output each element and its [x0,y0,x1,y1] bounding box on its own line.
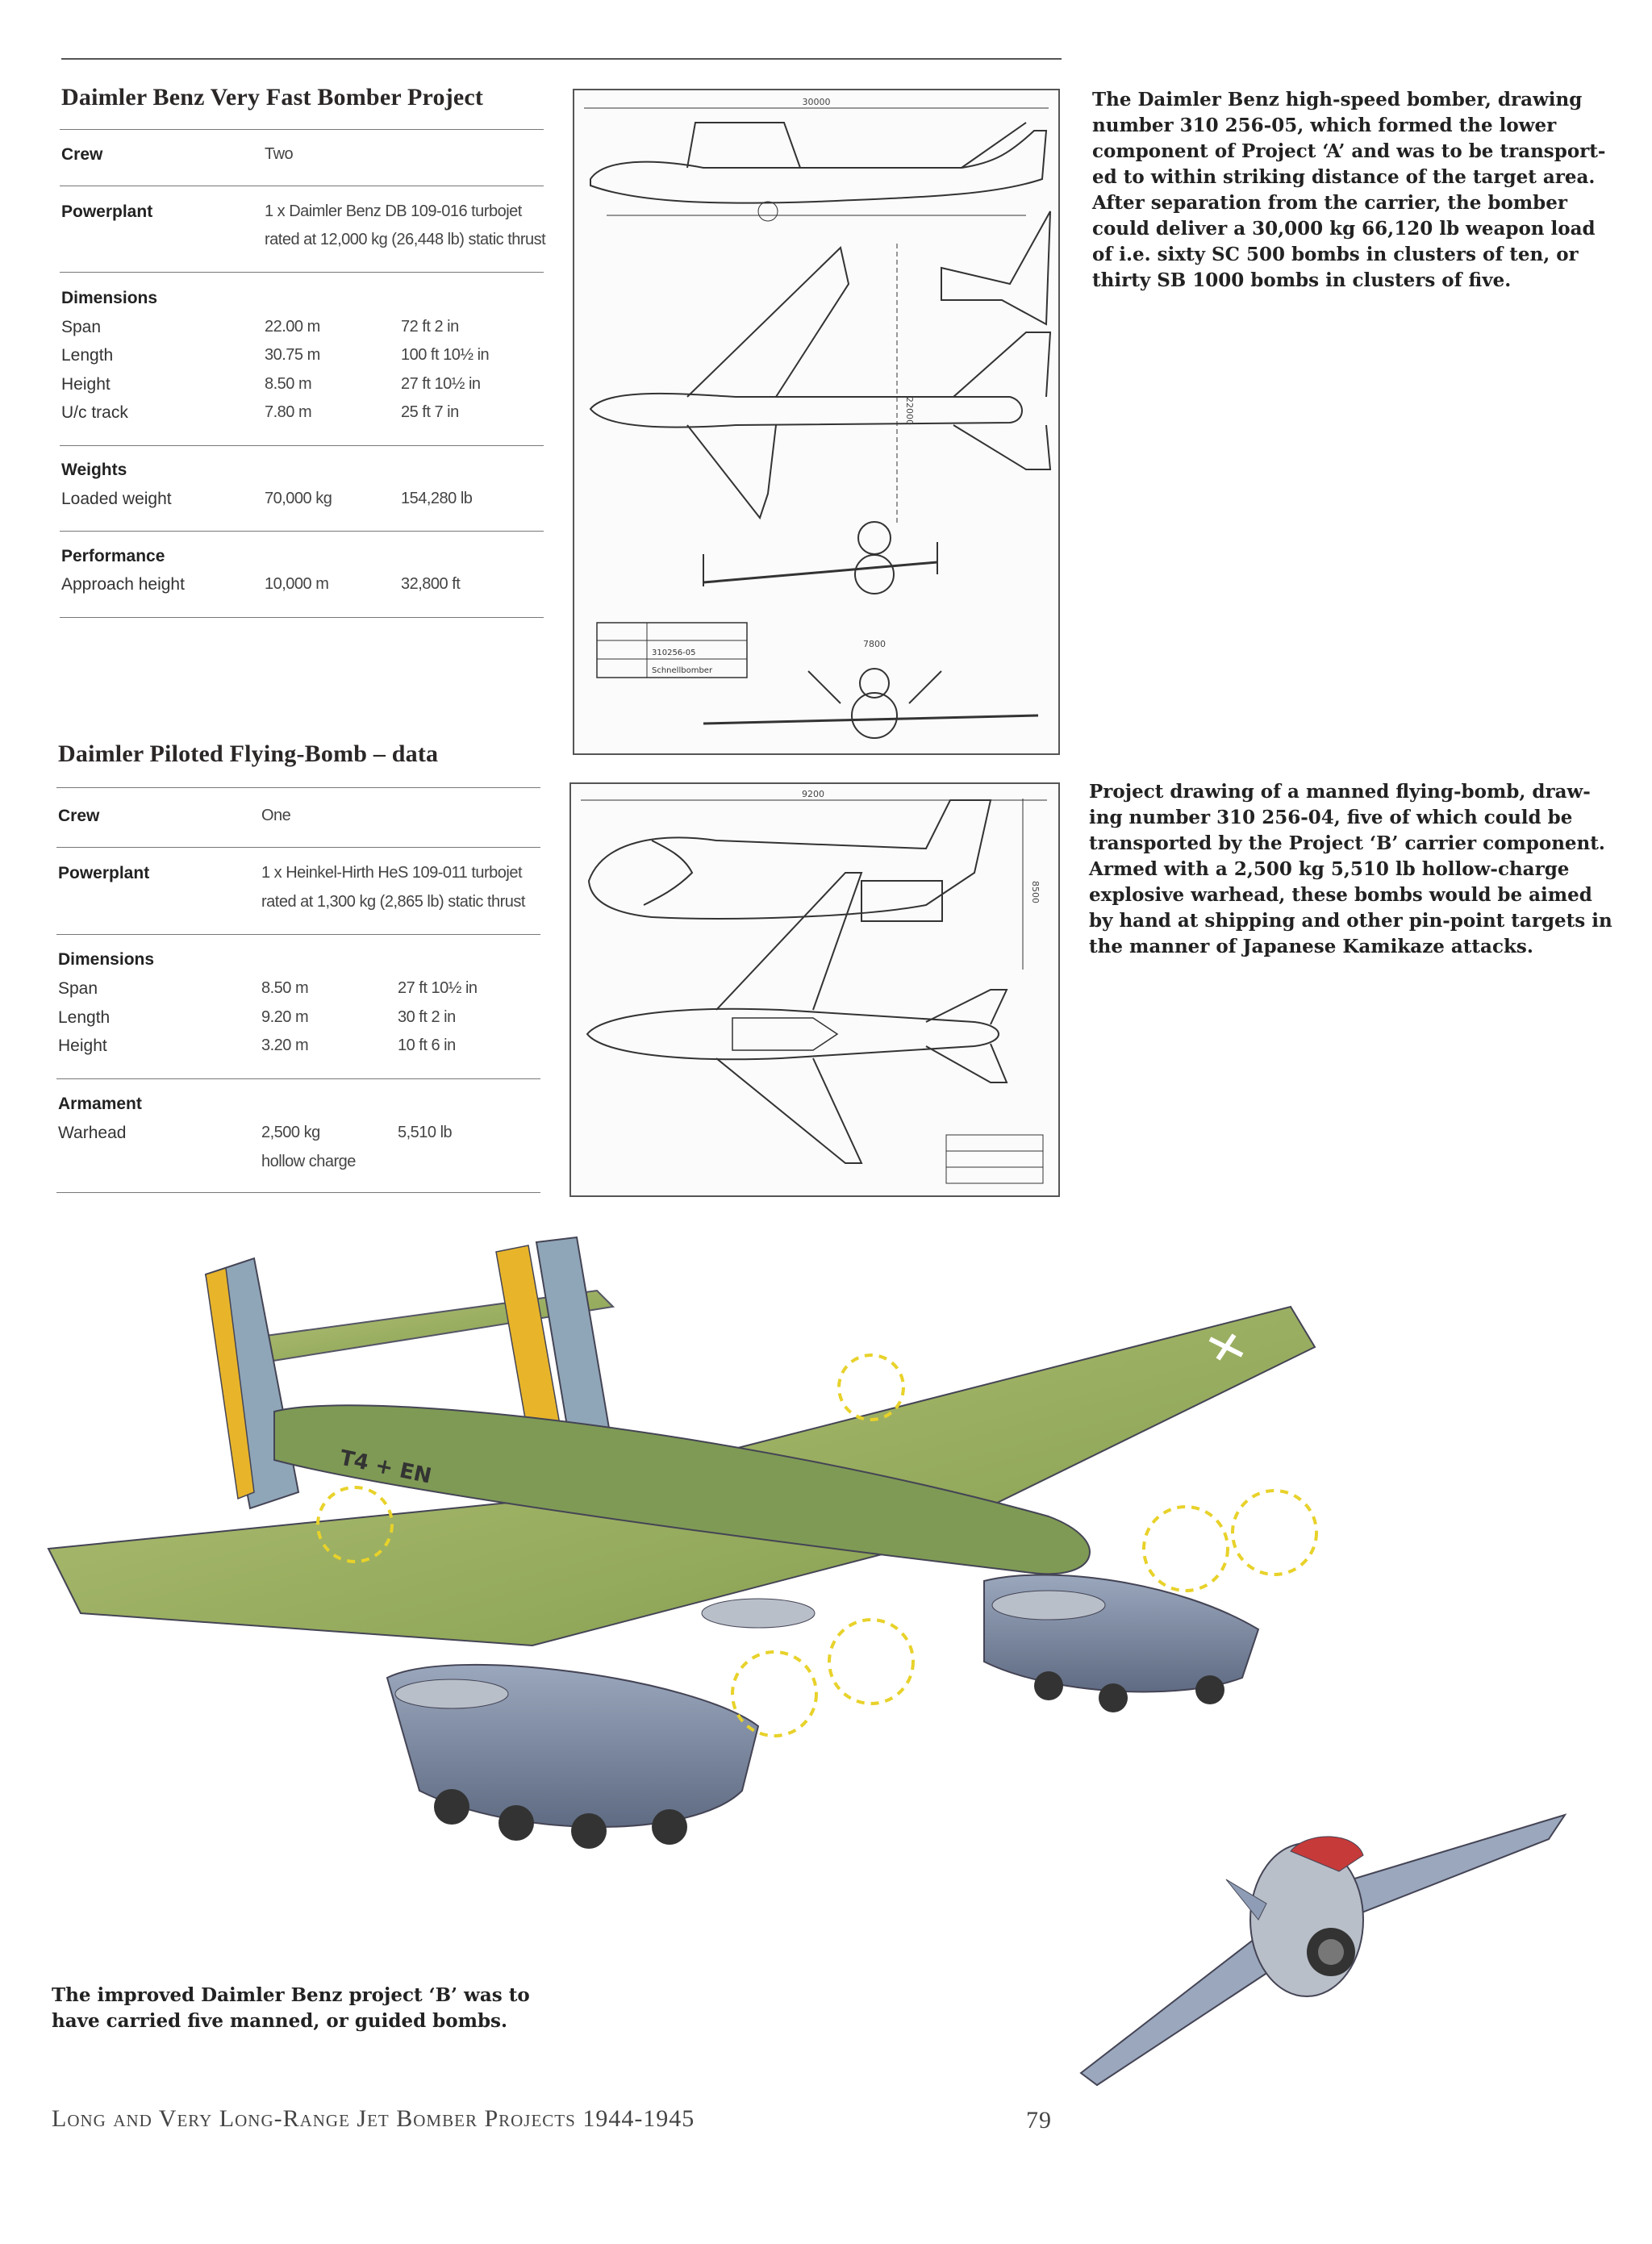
flying-bomb-illustration-svg [1079,1813,1567,2087]
weights-label: Weights [61,461,127,479]
caption-line: The Daimler Benz high-speed bomber, draw… [1092,89,1583,111]
top-rule [61,58,1062,60]
span-dim-label: 22000 [904,397,915,425]
footer-title: Long and Very Long-Range Jet Bomber Proj… [52,2105,695,2132]
dim-label: Length [58,1008,111,1027]
divider [60,617,544,618]
flying-bomb-illustration [1065,1799,1581,2097]
caption-line: explosive warhead, these bombs would be … [1089,884,1592,906]
caption-line: by hand at shipping and other pin-point … [1089,910,1612,932]
dimensions-label: Dimensions [61,289,158,307]
armament-label: Armament [58,1095,142,1113]
dim-metric: 22.00 m [265,318,320,336]
crew-value: One [261,807,291,824]
dim-imperial: 30 ft 2 in [398,1008,456,1026]
flying-bomb-caption: Project drawing of a manned flying-bomb,… [1089,779,1612,960]
divider [60,445,544,446]
powerplant-label: Powerplant [61,202,153,221]
dim-imperial: 27 ft 10½ in [398,979,478,997]
crew-label: Crew [61,145,103,164]
table-flying-bomb-title: Daimler Piloted Flying-Bomb – data [58,740,439,767]
caption-line: After separation from the carrier, the b… [1092,192,1567,214]
caption-line: Armed with a 2,500 kg 5,510 lb hollow-ch… [1089,858,1570,880]
caption-line: transported by the Project ‘B’ carrier c… [1089,832,1605,854]
title-block-name: Schnellbomber [652,666,713,675]
caption-line: component of Project ‘A’ and was to be t… [1092,140,1606,162]
dimensions-label: Dimensions [58,950,155,969]
dim-label: U/c track [61,403,128,422]
dim-metric: 30.75 m [265,346,320,364]
dim-imperial: 10 ft 6 in [398,1036,456,1054]
divider [56,787,540,788]
dim-imperial: 72 ft 2 in [401,318,459,336]
dim-label: Height [61,375,111,394]
project-b-carrier-illustration: T4 + EN [32,1226,1355,1928]
dim-imperial: 100 ft 10½ in [401,346,490,364]
powerplant-line1: 1 x Daimler Benz DB 109-016 turbojet [265,202,522,220]
flying-bomb-drawing-svg: 9200 8500 [581,789,1047,1184]
approach-height-imperial: 32,800 ft [401,575,461,593]
loaded-weight-imperial: 154,280 lb [401,490,473,507]
project-b-caption: The improved Daimler Benz project ‘B’ wa… [52,1983,530,2034]
length-dim-label: 30000 [803,97,831,107]
divider [60,129,544,130]
warhead-metric: 2,500 kg [261,1124,320,1141]
powerplant-line2: rated at 1,300 kg (2,865 lb) static thru… [261,893,525,911]
dim-imperial: 25 ft 7 in [401,403,459,421]
divider [56,934,540,935]
dim-label: Length [61,346,114,365]
loaded-weight-label: Loaded weight [61,490,172,508]
bomber-caption: The Daimler Benz high-speed bomber, draw… [1092,87,1605,294]
carrier-illustration-svg: T4 + EN [47,1236,1318,1849]
dim-metric: 8.50 m [265,375,312,393]
divider [56,1192,540,1193]
divider [60,531,544,532]
caption-line: ing number 310 256-04, five of which cou… [1089,807,1573,828]
bomber-three-view-drawing: 30000 22000 7800 Schnellbomber 310256-05 [573,89,1060,755]
caption-line: have carried five manned, or guided bomb… [52,2010,507,2032]
caption-line: ed to within striking distance of the ta… [1092,166,1596,188]
performance-label: Performance [61,547,165,565]
bomb-span-label: 8500 [1030,881,1041,903]
track-dim-label: 7800 [863,639,886,649]
dim-imperial: 27 ft 10½ in [401,375,481,393]
dim-metric: 7.80 m [265,403,312,421]
caption-line: thirty SB 1000 bombs in clusters of five… [1092,269,1512,291]
divider [60,272,544,273]
dim-metric: 3.20 m [261,1036,309,1054]
approach-height-label: Approach height [61,575,185,594]
caption-line: could deliver a 30,000 kg 66,120 lb weap… [1092,218,1596,240]
dim-metric: 8.50 m [261,979,309,997]
powerplant-line2: rated at 12,000 kg (26,448 lb) static th… [265,231,546,248]
crew-label: Crew [58,807,100,825]
powerplant-line1: 1 x Heinkel-Hirth HeS 109-011 turbojet [261,864,523,882]
caption-line: the manner of Japanese Kamikaze attacks. [1089,936,1533,957]
caption-line: The improved Daimler Benz project ‘B’ wa… [52,1984,530,2006]
dim-metric: 9.20 m [261,1008,309,1026]
caption-line: Project drawing of a manned flying-bomb,… [1089,781,1591,803]
page-number: 79 [1026,2107,1052,2133]
caption-line: of i.e. sixty SC 500 bombs in clusters o… [1092,244,1579,265]
divider [56,847,540,848]
approach-height-metric: 10,000 m [265,575,329,593]
table-bomber-title: Daimler Benz Very Fast Bomber Project [61,84,484,111]
flying-bomb-drawing: 9200 8500 [569,782,1060,1197]
bomber-drawing-svg: 30000 22000 7800 Schnellbomber 310256-05 [584,97,1052,739]
dim-label: Span [58,979,98,998]
warhead-label: Warhead [58,1124,127,1142]
loaded-weight-metric: 70,000 kg [265,490,332,507]
caption-line: number 310 256-05, which formed the lowe… [1092,115,1557,136]
warhead-imperial: 5,510 lb [398,1124,453,1141]
powerplant-label: Powerplant [58,864,150,882]
divider [56,1078,540,1079]
bomb-length-label: 9200 [802,789,824,799]
title-block-number: 310256-05 [652,649,696,657]
dim-label: Span [61,318,102,336]
dim-label: Height [58,1036,107,1055]
crew-value: Two [265,145,294,163]
warhead-type: hollow charge [261,1153,356,1170]
